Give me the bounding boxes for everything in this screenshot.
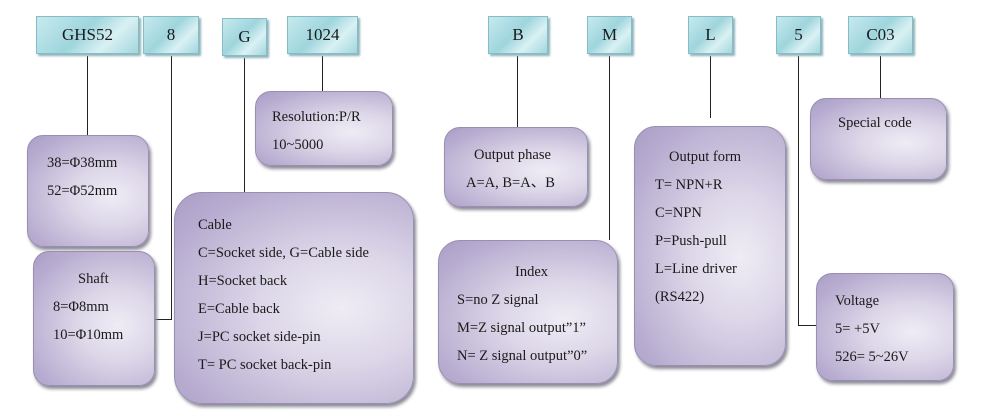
resolution-title: Resolution:P/R (272, 109, 361, 125)
box-output: Output form T= NPN+R C=NPN P=Push-pull L… (634, 126, 786, 366)
cable-line: E=Cable back (198, 301, 280, 317)
cable-line: T= PC socket back-pin (198, 357, 332, 373)
output-title: Output form (669, 149, 742, 165)
connector-shaft (171, 56, 172, 320)
diameter-line: 52=Φ52mm (47, 183, 118, 199)
connector-series (87, 56, 88, 140)
code-index: M (587, 16, 632, 54)
connector-index (609, 56, 610, 240)
cable-line: J=PC socket side-pin (198, 329, 321, 345)
code-shaft: 8 (143, 16, 199, 54)
voltage-title: Voltage (835, 293, 880, 309)
output-line: P=Push-pull (655, 233, 727, 249)
index-line: M=Z signal output”1” (457, 320, 586, 336)
index-line: S=no Z signal (457, 292, 539, 308)
code-cable: G (222, 18, 267, 56)
cable-title: Cable (198, 217, 232, 233)
connector-shaft-h (155, 319, 172, 320)
code-resolution: 1024 (287, 16, 358, 54)
connector-voltage (798, 56, 799, 325)
box-phase: Output phase A=A, B=A、B (444, 127, 588, 207)
index-line: N= Z signal output”0” (457, 348, 588, 364)
box-index: Index S=no Z signal M=Z signal output”1”… (438, 240, 618, 384)
code-voltage: 5 (776, 16, 821, 54)
connector-cable (244, 58, 245, 193)
box-shaft: Shaft 8=Φ8mm 10=Φ10mm (33, 251, 155, 386)
shaft-title: Shaft (78, 271, 109, 287)
output-line: L=Line driver (655, 261, 737, 277)
shaft-line: 8=Φ8mm (53, 299, 109, 315)
cable-line: C=Socket side, G=Cable side (198, 245, 369, 261)
output-line: C=NPN (655, 205, 702, 221)
connector-voltage-h (798, 325, 817, 326)
box-special: Special code (810, 98, 947, 180)
output-line: T= NPN+R (655, 177, 723, 193)
resolution-line: 10~5000 (272, 137, 324, 153)
connector-special (880, 56, 881, 98)
box-diameter: 38=Φ38mm 52=Φ52mm (27, 135, 149, 247)
index-title: Index (515, 264, 549, 280)
phase-line: A=A, B=A、B (466, 175, 555, 191)
code-output: L (688, 16, 733, 54)
box-voltage: Voltage 5= +5V 526= 5~26V (816, 273, 954, 381)
diameter-line: 38=Φ38mm (47, 155, 118, 171)
code-special: C03 (848, 16, 913, 54)
connector-output (710, 56, 711, 118)
cable-line: H=Socket back (198, 273, 288, 289)
connector-phase (517, 56, 518, 128)
code-series: GHS52 (36, 16, 139, 54)
output-line: (RS422) (655, 289, 705, 305)
connector-resolution (322, 56, 323, 92)
voltage-line: 5= +5V (835, 321, 880, 337)
phase-title: Output phase (474, 147, 551, 163)
shaft-line: 10=Φ10mm (53, 327, 124, 343)
box-cable: Cable C=Socket side, G=Cable side H=Sock… (174, 192, 414, 404)
box-resolution: Resolution:P/R 10~5000 (255, 91, 393, 166)
voltage-line: 526= 5~26V (835, 349, 909, 365)
code-phase: B (488, 16, 548, 54)
special-title: Special code (838, 115, 912, 131)
